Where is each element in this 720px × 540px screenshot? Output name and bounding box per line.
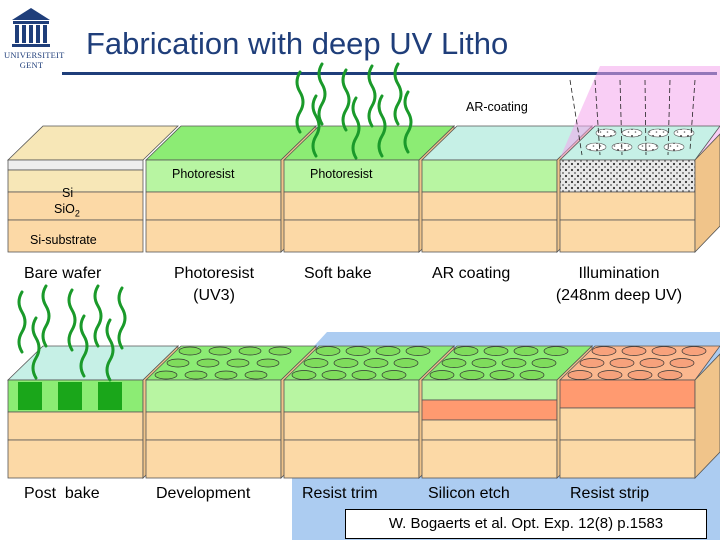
university-logo-icon [4,2,59,72]
hole [651,346,677,356]
hole [238,346,262,356]
hole [333,358,359,368]
university-logo: UNIVERSITEIT GENT [4,2,65,72]
hole [441,358,467,368]
hole [184,370,208,380]
hole [196,358,220,368]
label-si: Si [62,186,74,200]
label-sio2: SiO2 [54,202,80,219]
block-resist-strip [559,345,720,479]
hole [345,346,371,356]
step-bare-wafer: Bare wafer [24,265,102,282]
hole [531,358,557,368]
block-development [145,345,317,479]
hole [303,358,329,368]
step-silicon-etch: Silicon etch [428,485,510,502]
hole [591,346,617,356]
hole [321,370,347,380]
step-resist-trim: Resist trim [302,485,378,502]
dotted-exposure-icon [585,128,695,152]
hole [639,358,665,368]
hole [453,346,479,356]
uv-wave-icon [295,62,413,160]
hole [363,358,389,368]
step-resist-strip: Resist strip [570,485,650,502]
step-post-bake: Post bake [24,485,100,502]
label-ar-coating: AR-coating [466,100,528,114]
hole [178,346,202,356]
hole [501,358,527,368]
page-title: Fabrication with deep UV Litho [86,26,509,61]
hole [597,370,623,380]
hole [627,370,653,380]
uv-wave-icon [17,284,127,382]
hole [657,370,683,380]
hole [381,370,407,380]
hole [669,358,695,368]
hole [214,370,238,380]
hole [489,370,515,380]
hole [351,370,377,380]
hole [405,346,431,356]
hole [567,370,593,380]
hole [543,346,569,356]
hole [315,346,341,356]
hole [244,370,268,380]
hole [375,346,401,356]
hole [429,370,455,380]
hole [291,370,317,380]
hole [166,358,190,368]
logo-line-1: UNIVERSITEIT [4,50,65,60]
hole [621,346,647,356]
label-photoresist-2: Photoresist [310,167,373,181]
hole [226,358,250,368]
block-illumination [559,66,720,253]
label-si-substrate: Si-substrate [30,233,97,247]
hole [579,358,605,368]
hole [519,370,545,380]
hole [483,346,509,356]
step-ar-coating: AR coating [432,265,511,282]
hole [681,346,707,356]
citation: W. Bogaerts et al. Opt. Exp. 12(8) p.158… [345,509,707,539]
step-development: Development [156,485,251,502]
block-bare-wafer [7,125,179,253]
hole [268,346,292,356]
hole [513,346,539,356]
hole [471,358,497,368]
label-photoresist-1: Photoresist [172,167,235,181]
hole [154,370,178,380]
logo-line-2: GENT [19,60,44,70]
hole [459,370,485,380]
title-underline [62,72,717,75]
step-soft-bake: Soft bake [304,265,372,282]
hole [208,346,232,356]
hole [609,358,635,368]
step-illumination: Illumination(248nm deep UV) [555,265,683,304]
hole [393,358,419,368]
step-photoresist: Photoresist(UV3) [173,265,255,304]
hole [256,358,280,368]
